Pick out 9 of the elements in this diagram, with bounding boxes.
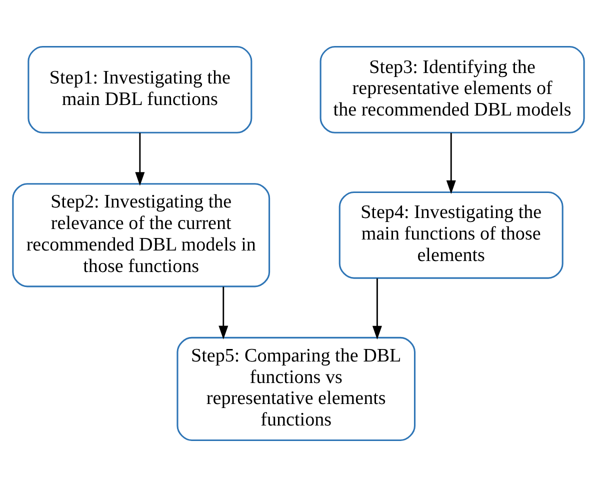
arrow — [446, 132, 456, 194]
arrow — [372, 278, 382, 340]
node-box: Step1: Investigating the main DBL functions — [28, 46, 252, 134]
arrow — [135, 132, 145, 186]
arrow — [218, 286, 228, 340]
node-box: Step2: Investigating the relevance of the current recommended DBL models in those functions — [12, 183, 270, 288]
node-box: Step4: Investigating the main functions of those elements — [338, 191, 564, 279]
node-box: Step5: Comparing the DBL functions vs representative elements functions — [176, 336, 416, 441]
node-box: Step3: Identifying the representative elements of the recommended DBL models — [320, 46, 585, 134]
